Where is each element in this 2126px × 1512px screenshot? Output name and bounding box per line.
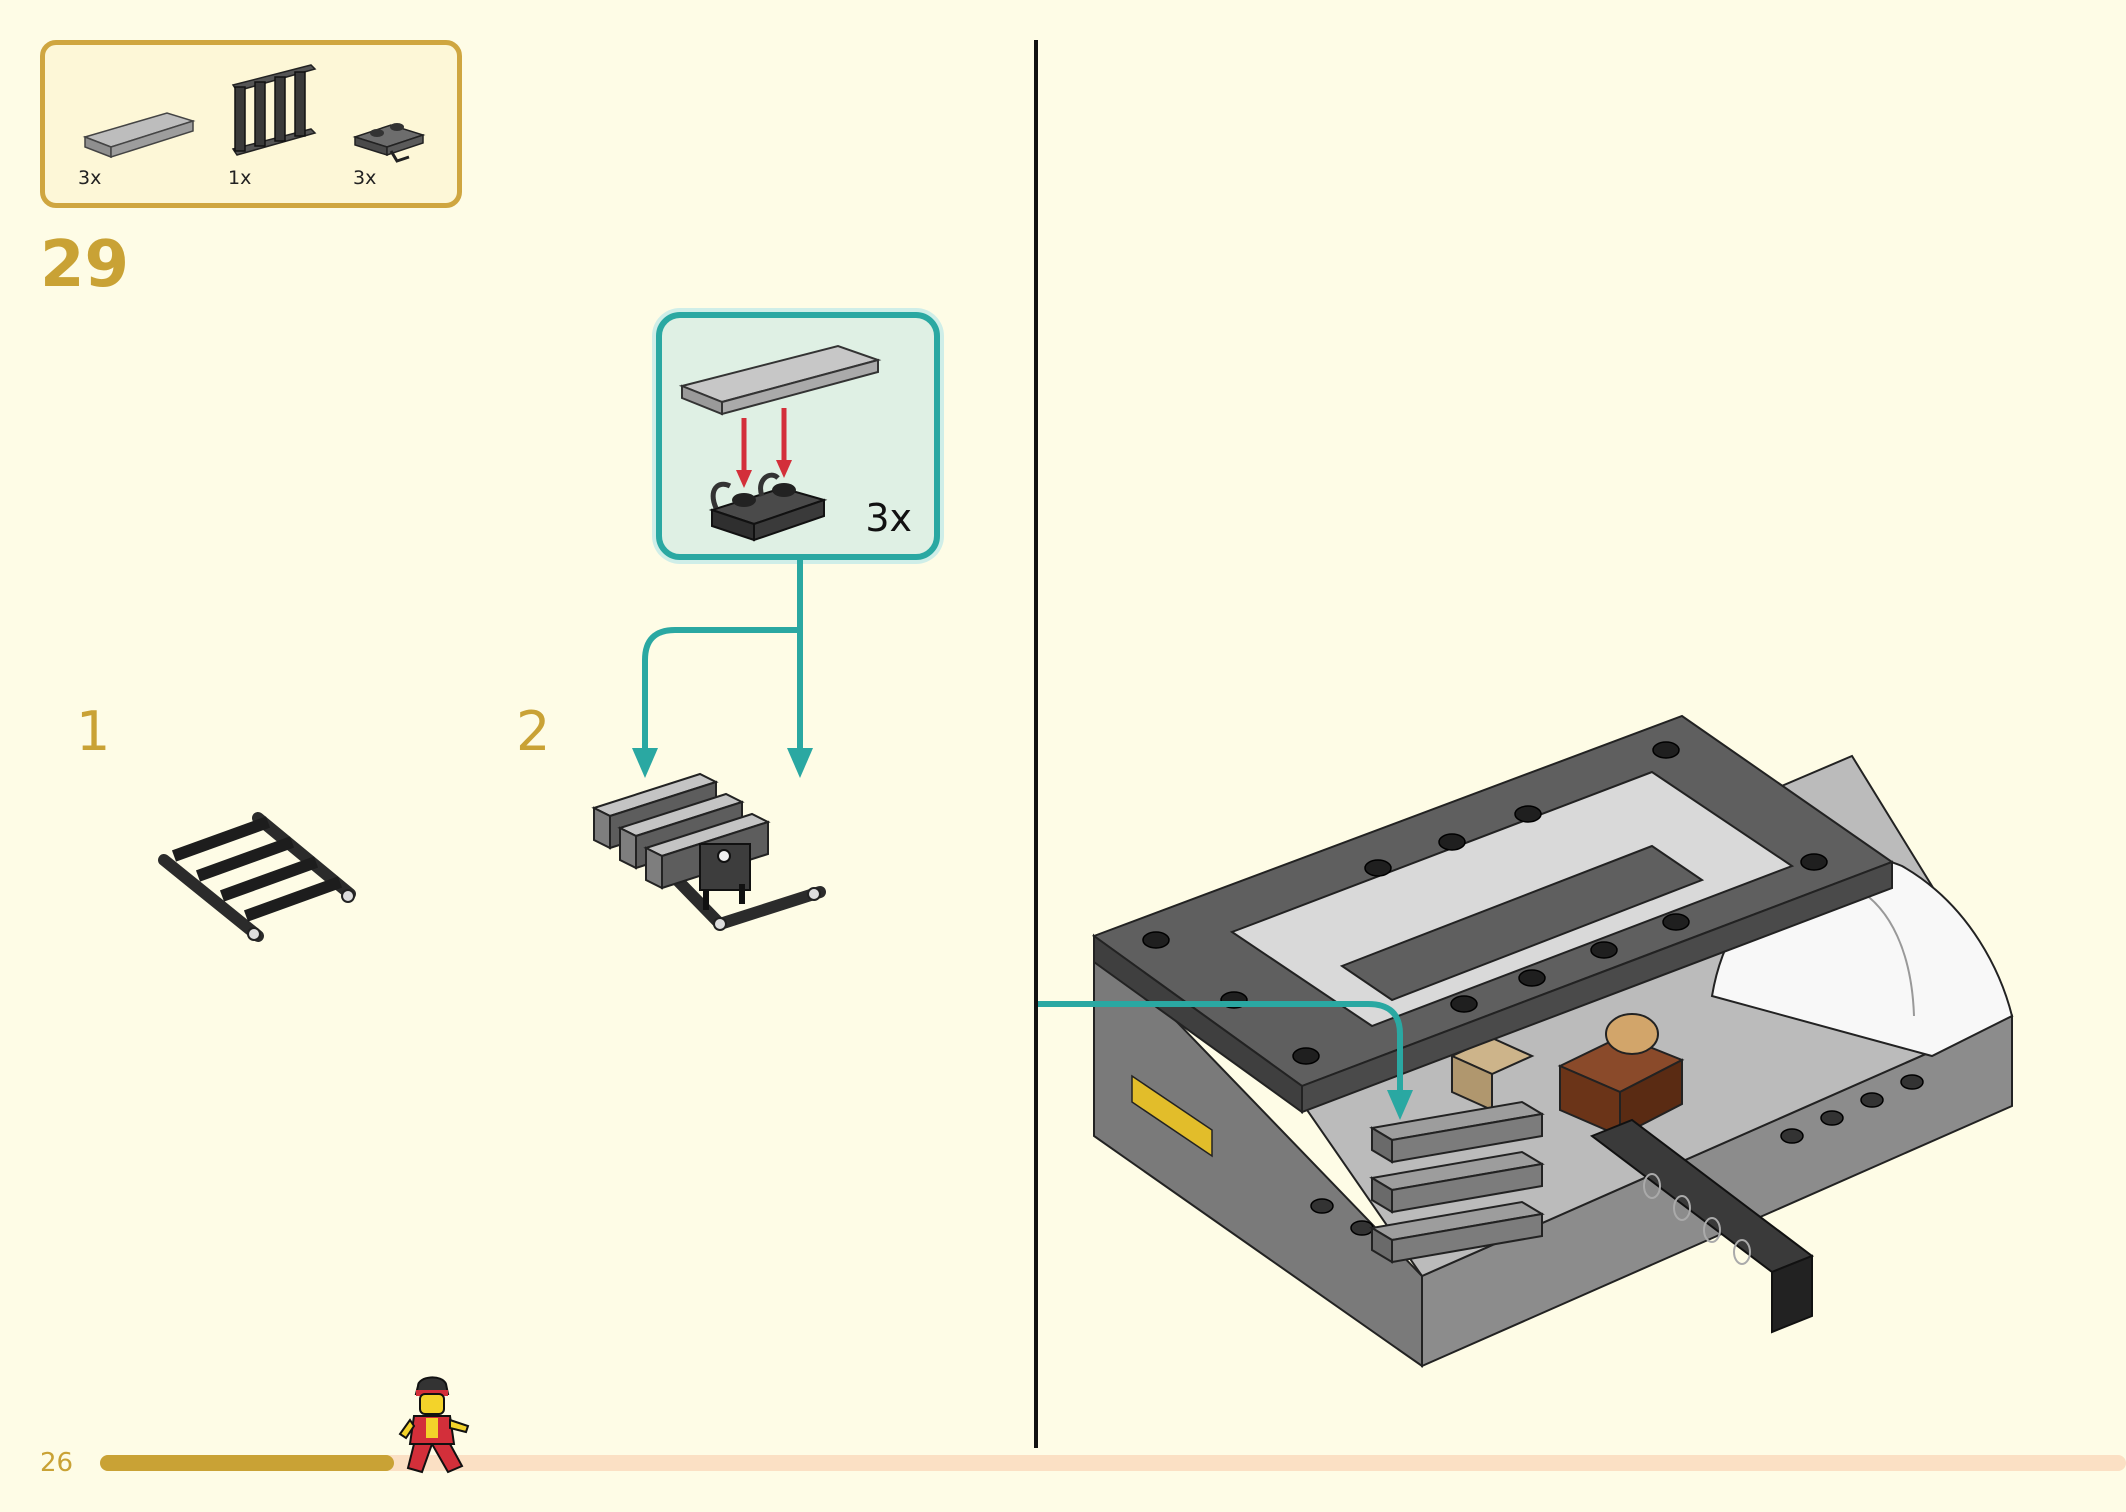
part-fence-image <box>231 64 317 156</box>
substep-2-label: 2 <box>516 700 551 763</box>
substep-1-fence-image <box>158 812 356 942</box>
substep-1-label: 1 <box>76 700 111 763</box>
part-clip-plate-image <box>352 123 426 163</box>
main-model-image <box>1091 714 2014 1368</box>
substep-2-assembly-image <box>591 772 826 931</box>
parts-list-box: 3x 1x 3x <box>40 40 462 208</box>
minifigure-mascot-icon <box>398 1376 470 1474</box>
callout-quantity: 3x <box>865 496 912 540</box>
progress-track <box>100 1455 2126 1471</box>
part-flat-tile-image <box>82 112 196 159</box>
part-fence-qty: 1x <box>228 167 252 189</box>
progress-fill <box>100 1455 394 1471</box>
callout-box: 3x <box>656 312 940 560</box>
page-divider <box>1034 40 1038 1448</box>
part-flat-tile-qty: 3x <box>78 167 102 189</box>
page-number: 26 <box>40 1448 74 1478</box>
step-number: 29 <box>40 228 130 302</box>
callout-assembly-image <box>678 344 882 542</box>
part-clip-plate-qty: 3x <box>353 167 377 189</box>
